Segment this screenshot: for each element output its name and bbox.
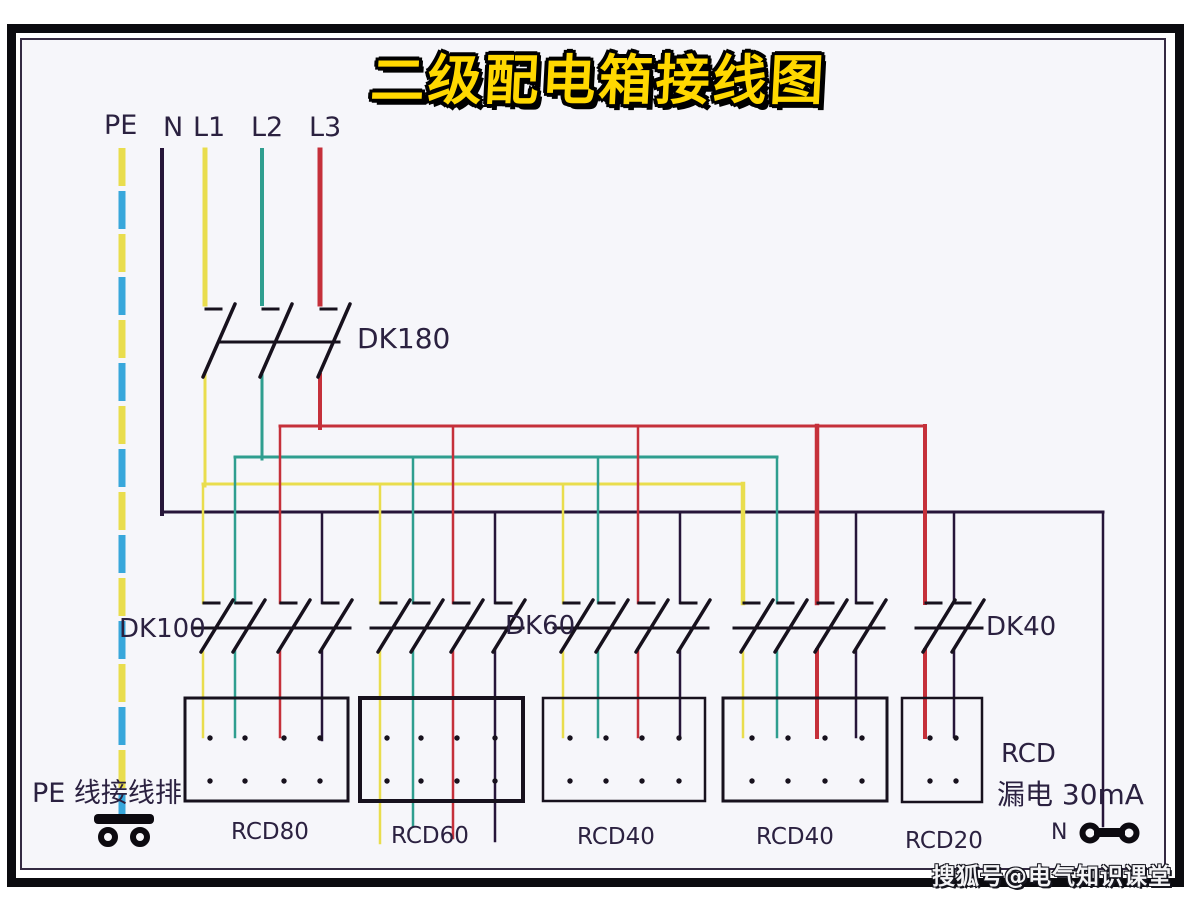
rcd-box-40a-terminal-dot: [603, 778, 609, 784]
rcd-box-40a-terminal-dot: [676, 735, 682, 741]
rcd-box-80: [183, 696, 350, 803]
rcd-box-60-terminal-dot: [384, 778, 390, 784]
rcd-box-20-label: RCD20: [905, 828, 983, 854]
pe-busbar-symbol-ring: [130, 827, 150, 847]
rcd-box-40b-terminal-dot: [822, 735, 828, 741]
breaker-dk180-label: DK180: [357, 322, 451, 355]
breaker-dk100-label: DK100: [119, 614, 206, 644]
page-title: 二级配电箱接线图: [369, 49, 829, 112]
rcd-box-60: [358, 696, 525, 803]
pe-busbar-label: PE 线接线排: [32, 778, 182, 809]
rcd-box-40a-terminal-dot: [639, 778, 645, 784]
breaker-dk60-label: DK60: [505, 611, 576, 641]
breaker-4-switch-blade: [739, 598, 775, 654]
rcd-box-80-terminal-dot: [281, 778, 287, 784]
rcd-box-60-terminal-dot: [418, 778, 424, 784]
rcd-box-40b-terminal-dot: [749, 735, 755, 741]
breaker-dk60-switch-blade: [449, 598, 485, 654]
outer-border-frame: [7, 24, 1184, 887]
rcd-box-40b-terminal-dot: [822, 778, 828, 784]
breaker-dk40-switch-blade: [921, 598, 957, 654]
wire-label-l2: L2: [251, 112, 284, 143]
breaker-3-switch-blade: [676, 598, 712, 654]
rcd-box-40a-label: RCD40: [577, 824, 655, 850]
rcd-box-60-terminal-dot: [492, 735, 498, 741]
breaker-dk40-switch-blade: [950, 598, 986, 654]
pe-busbar-symbol-ring: [98, 827, 118, 847]
rcd-box-80-terminal-dot: [207, 778, 213, 784]
rcd-box-60-terminal-dot: [418, 735, 424, 741]
rcd-box-40a-terminal-dot: [676, 778, 682, 784]
wire-label-n: N: [163, 112, 184, 143]
rcd-box-40b-terminal-dot: [785, 778, 791, 784]
rcd-box-80-terminal-dot: [317, 778, 323, 784]
breaker-dk100-switch-blade: [276, 598, 312, 654]
rcd-box-20-terminal-dot: [953, 778, 959, 784]
wire-label-pe: PE: [104, 110, 138, 141]
rcd-box-40a-terminal-dot: [639, 735, 645, 741]
rcd-box-40b-label: RCD40: [756, 824, 834, 850]
rcd-box-80-terminal-dot: [242, 778, 248, 784]
rcd-box-40a: [541, 696, 707, 803]
rcd-box-60-terminal-dot: [454, 735, 460, 741]
rcd-box-40a-terminal-dot: [567, 735, 573, 741]
rcd-box-80-terminal-dot: [242, 735, 248, 741]
wire-label-l1: L1: [193, 112, 226, 143]
rcd-box-80-terminal-dot: [281, 735, 287, 741]
breaker-dk60-switch-blade: [376, 598, 412, 654]
breaker-dk40-label: DK40: [986, 612, 1057, 642]
rcd-box-40b: [721, 696, 889, 803]
rcd-box-40b-terminal-dot: [859, 778, 865, 784]
breaker-4-switch-blade: [773, 598, 809, 654]
breaker-dk100-switch-blade: [318, 598, 354, 654]
n-busbar-label: N: [1051, 820, 1068, 845]
breaker-dk100-switch-blade: [199, 598, 235, 654]
watermark-text: 搜狐号@电气知识课堂: [932, 864, 1172, 890]
breaker-3-switch-blade: [559, 598, 595, 654]
rcd-box-60-terminal-dot: [384, 735, 390, 741]
breaker-dk60-switch-blade: [409, 598, 445, 654]
rcd-box-20: [900, 696, 984, 804]
rcd-box-40b-terminal-dot: [749, 778, 755, 784]
rcd-box-40b-terminal-dot: [859, 735, 865, 741]
rcd-box-20-terminal-dot: [927, 778, 933, 784]
rcd-box-20-terminal-dot: [927, 735, 933, 741]
inner-border-frame: [20, 38, 1166, 870]
leakage-rating: 漏电 30mA: [997, 778, 1144, 811]
rcd-box-60-terminal-dot: [454, 778, 460, 784]
rcd-box-20-terminal-dot: [953, 735, 959, 741]
rcd-box-80-label: RCD80: [231, 819, 309, 845]
rcd-title: RCD: [1001, 739, 1056, 769]
breaker-dk60-switch-blade: [491, 598, 527, 654]
rcd-box-60-terminal-dot: [492, 778, 498, 784]
rcd-box-40a-terminal-dot: [567, 778, 573, 784]
pe-busbar-symbol: [94, 814, 154, 824]
rcd-box-60-label: RCD60: [391, 823, 469, 849]
breaker-dk100-switch-blade: [231, 598, 267, 654]
breaker-4-switch-blade: [852, 598, 888, 654]
rcd-box-80-terminal-dot: [207, 735, 213, 741]
breaker-4-switch-blade: [813, 598, 849, 654]
rcd-box-80-terminal-dot: [317, 735, 323, 741]
n-busbar-symbol-bar: [1094, 828, 1125, 837]
breaker-3-switch-blade: [594, 598, 630, 654]
wire-label-l3: L3: [309, 112, 342, 143]
rcd-box-40b-terminal-dot: [785, 735, 791, 741]
rcd-box-40a-terminal-dot: [603, 735, 609, 741]
breaker-3-switch-blade: [634, 598, 670, 654]
